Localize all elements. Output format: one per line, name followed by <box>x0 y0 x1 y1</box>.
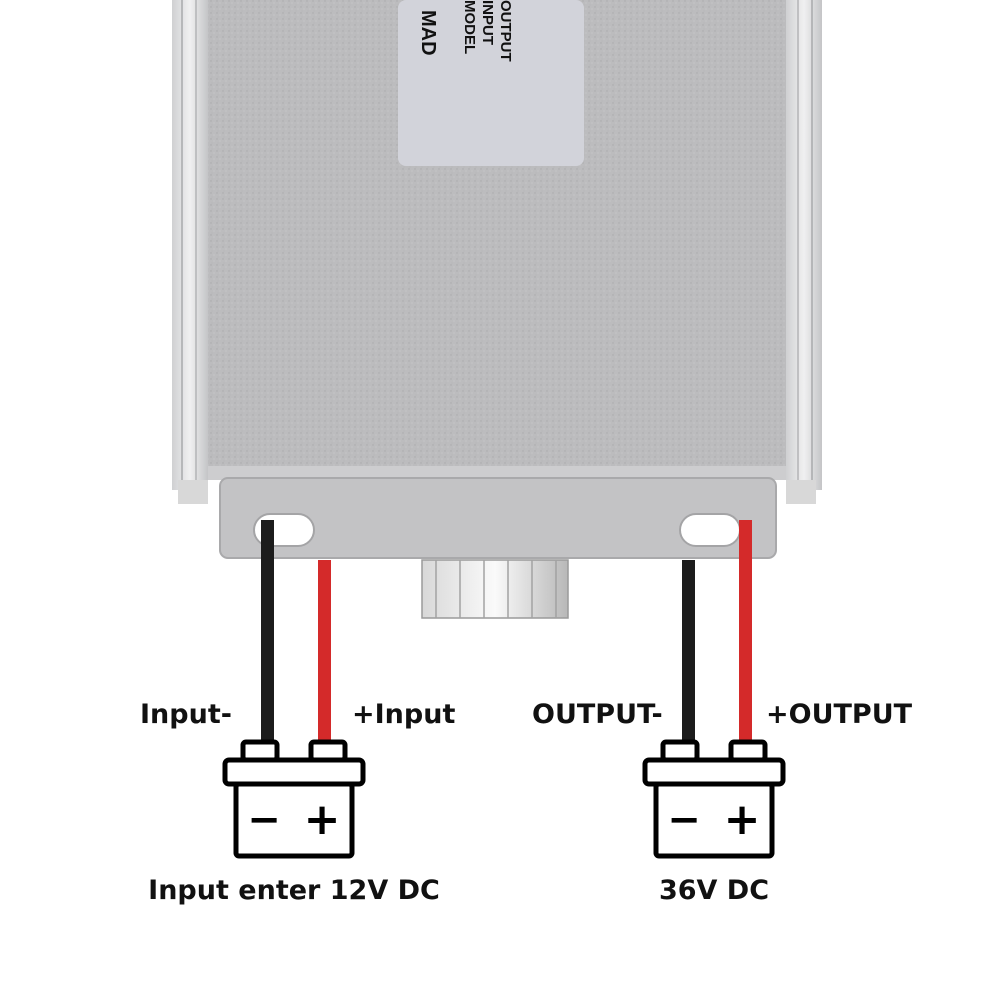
input-battery-icon <box>222 739 366 859</box>
output-positive-wire <box>739 520 752 742</box>
input-battery-minus-icon: − <box>247 797 281 843</box>
output-battery-plus-icon: + <box>724 794 761 845</box>
label-line-1: MODEL <box>461 0 478 54</box>
input-positive-wire <box>318 560 331 742</box>
label-line-2: INPUT <box>479 0 496 45</box>
input-negative-label: Input- <box>140 699 232 730</box>
product-label: MAD MODEL INPUT OUTPUT <box>398 0 584 166</box>
output-battery-minus-icon: − <box>667 797 701 843</box>
adjust-knob <box>421 559 569 619</box>
left-rail <box>172 0 208 490</box>
input-negative-wire <box>261 520 274 742</box>
output-caption: 36V DC <box>658 875 770 906</box>
input-positive-label: +Input <box>352 699 456 730</box>
output-negative-label: OUTPUT- <box>532 699 663 730</box>
output-positive-label: +OUTPUT <box>766 699 913 730</box>
input-battery-plus-icon: + <box>304 794 341 845</box>
input-caption: Input enter 12V DC <box>148 875 440 906</box>
label-line-0: MAD <box>417 10 439 56</box>
output-battery-icon <box>642 739 786 859</box>
right-rail <box>786 0 822 490</box>
mounting-bracket <box>178 477 816 559</box>
output-negative-wire <box>682 560 695 742</box>
label-line-3: OUTPUT <box>497 0 514 62</box>
